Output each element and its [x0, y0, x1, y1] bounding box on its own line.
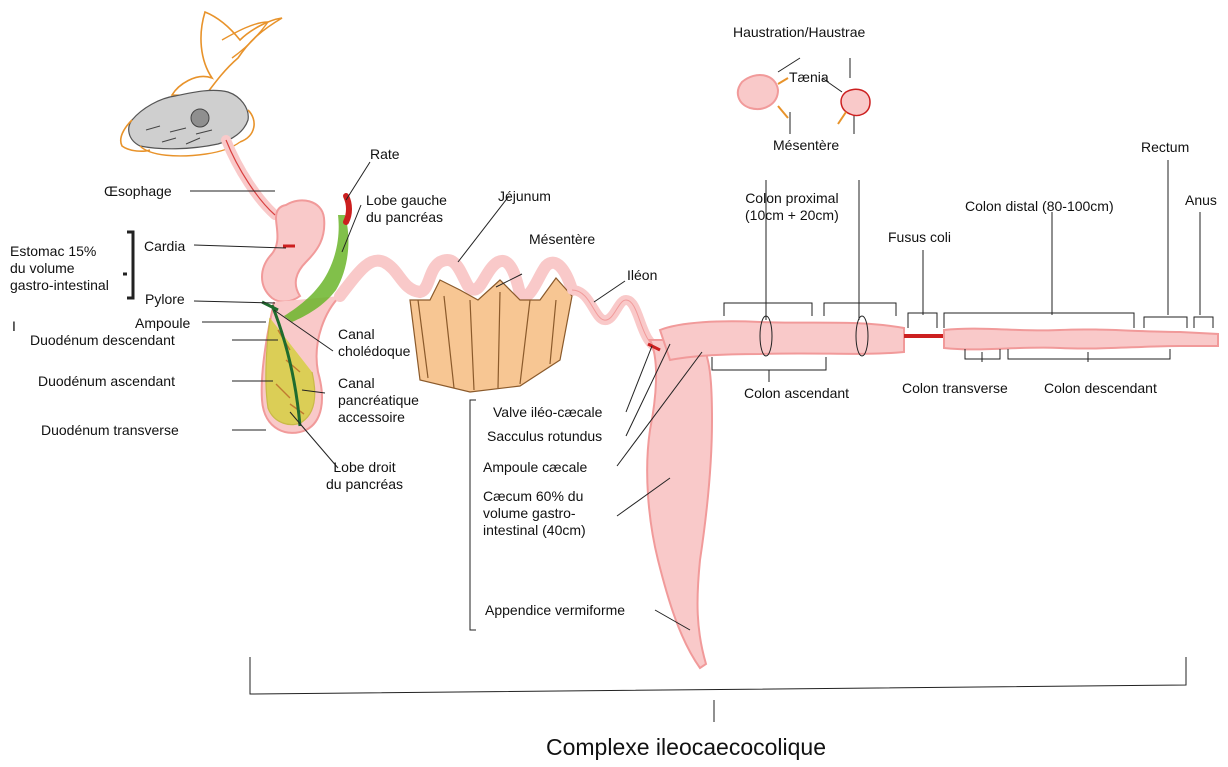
- label-appendice: Appendice vermiforme: [485, 602, 625, 619]
- label-colon-ascendant: Colon ascendant: [744, 385, 849, 402]
- label-valve: Valve iléo-cæcale: [493, 404, 602, 421]
- label-lobe-gauche: Lobe gauche du pancréas: [366, 192, 447, 226]
- label-rectum: Rectum: [1141, 139, 1189, 156]
- label-ileon: Iléon: [627, 267, 657, 284]
- label-ampoule-caecale: Ampoule cæcale: [483, 459, 587, 476]
- label-rate: Rate: [370, 146, 400, 163]
- label-canal-pancreatique: Canal pancréatique accessoire: [338, 375, 419, 426]
- rabbit-skull-illustration: [121, 12, 282, 156]
- label-sacculus: Sacculus rotundus: [487, 428, 602, 445]
- label-duodenum-ascendant: Duodénum ascendant: [38, 373, 175, 390]
- label-canal-choledoque: Canal cholédoque: [338, 326, 410, 360]
- label-lobe-droit: Lobe droit du pancréas: [326, 459, 403, 493]
- label-pylore: Pylore: [145, 291, 185, 308]
- label-duodenum-descendant: Duodénum descendant: [30, 332, 175, 349]
- label-cardia: Cardia: [144, 238, 185, 255]
- label-caecum: Cæcum 60% du volume gastro- intestinal (…: [483, 488, 586, 539]
- label-anus: Anus: [1185, 192, 1217, 209]
- label-mesentere-colon: Mésentère: [773, 137, 839, 154]
- label-colon-proximal: Colon proximal (10cm + 20cm): [745, 190, 839, 224]
- colon-distal: [944, 329, 1218, 350]
- oesophagus: [226, 140, 275, 215]
- label-marker-i: I: [12, 318, 16, 335]
- label-colon-transverse: Colon transverse: [902, 380, 1008, 397]
- label-taenia: Tænia: [789, 69, 829, 86]
- label-haustration: Haustration/Haustrae: [733, 24, 865, 41]
- label-ampoule: Ampoule: [135, 315, 190, 332]
- label-fusus-coli: Fusus coli: [888, 229, 951, 246]
- label-complexe: Complexe ileocaecocolique: [546, 733, 826, 761]
- ileum: [572, 290, 660, 348]
- label-jejunum: Jéjunum: [498, 188, 551, 205]
- label-oesophage: Œsophage: [104, 183, 172, 200]
- label-duodenum-transverse: Duodénum transverse: [41, 422, 179, 439]
- label-mesentere-jejunum: Mésentère: [529, 231, 595, 248]
- label-colon-distal: Colon distal (80-100cm): [965, 198, 1114, 215]
- caecum: [647, 340, 712, 668]
- label-estomac: Estomac 15% du volume gastro-intestinal: [10, 243, 109, 294]
- label-colon-descendant: Colon descendant: [1044, 380, 1157, 397]
